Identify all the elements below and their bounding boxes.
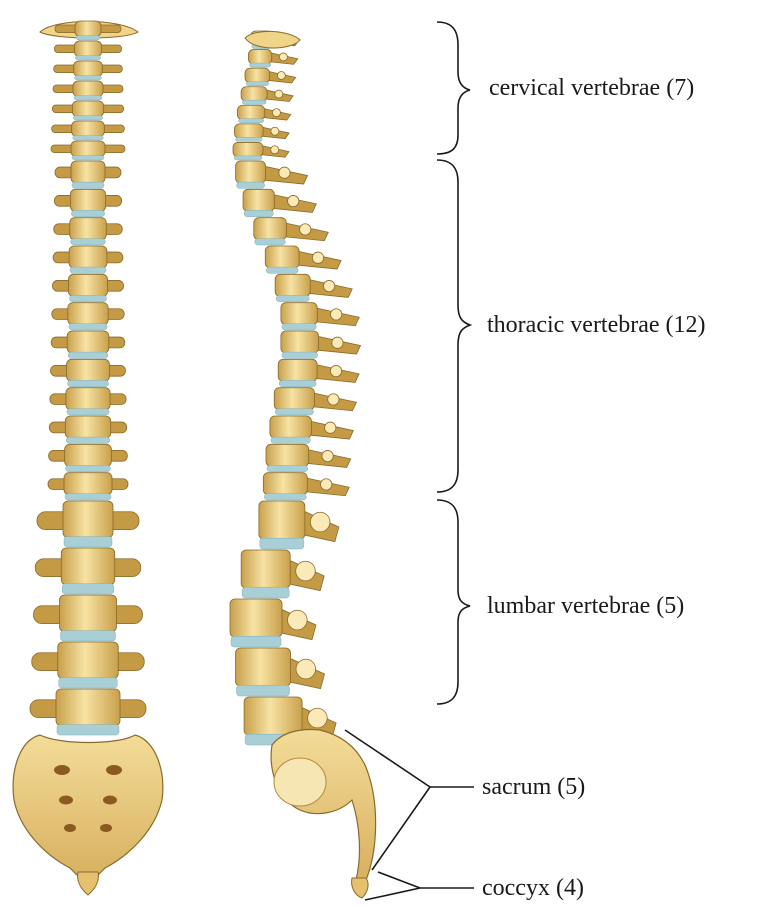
lumbar-label: lumbar vertebrae (5) — [487, 592, 684, 620]
anterior-thoracic-vertebra — [54, 218, 123, 245]
lumbar-brace — [437, 500, 470, 704]
lateral-lumbar-vertebra — [241, 550, 324, 598]
anterior-cervical-vertebra — [54, 61, 123, 80]
lateral-thoracic-vertebra — [274, 388, 356, 415]
lateral-thoracic-vertebra — [270, 416, 353, 443]
anterior-thoracic-vertebra — [52, 274, 123, 301]
lateral-lumbar-vertebra — [236, 648, 325, 696]
lateral-sacrum — [271, 730, 375, 880]
anterior-lumbar-vertebra — [35, 548, 141, 594]
lateral-lumbar-vertebra — [259, 501, 339, 549]
lateral-thoracic-vertebra — [265, 246, 341, 273]
coccyx-label: coccyx (4) — [482, 874, 584, 902]
lateral-view-spine — [230, 31, 376, 898]
lateral-cervical-vertebra — [233, 142, 289, 160]
lateral-cervical-vertebra — [248, 50, 297, 68]
lateral-lumbar-vertebra — [230, 599, 316, 647]
lateral-thoracic-vertebra — [281, 331, 361, 358]
lateral-thoracic-vertebra — [254, 218, 329, 245]
anterior-cervical-vertebra — [54, 41, 121, 60]
lateral-cervical-vertebra — [235, 124, 290, 142]
anterior-view-spine — [13, 21, 163, 895]
anterior-thoracic-vertebra — [51, 359, 126, 386]
anterior-thoracic-vertebra — [51, 331, 125, 358]
thoracic-label: thoracic vertebrae (12) — [487, 311, 706, 339]
lateral-thoracic-vertebra — [266, 444, 351, 471]
region-braces — [437, 22, 470, 704]
lateral-cervical-vertebra — [241, 87, 293, 105]
sacrum-pointer-lower — [372, 787, 430, 870]
lateral-cervical-vertebra — [237, 105, 290, 123]
lateral-cervical-vertebra — [245, 68, 296, 86]
anterior-sacrum — [13, 735, 163, 878]
sacrum-label: sacrum (5) — [482, 773, 585, 801]
anterior-lumbar-vertebra — [34, 595, 143, 641]
anterior-lumbar-vertebra — [30, 689, 146, 735]
anterior-cervical-vertebra — [52, 121, 125, 140]
lateral-thoracic-vertebra — [275, 274, 352, 301]
anterior-thoracic-vertebra — [52, 303, 124, 330]
lateral-thoracic-vertebra — [278, 359, 359, 386]
anterior-thoracic-vertebra — [49, 416, 126, 443]
coccyx-pointer-lower — [365, 888, 420, 900]
cervical-label: cervical vertebrae (7) — [489, 74, 694, 102]
anterior-lumbar-vertebra — [37, 501, 139, 547]
anterior-cervical-vertebra — [51, 141, 125, 160]
cervical-brace — [437, 22, 470, 154]
anterior-thoracic-vertebra — [50, 388, 126, 415]
lateral-thoracic-vertebra — [281, 303, 359, 330]
anterior-thoracic-vertebra — [49, 444, 128, 471]
anterior-thoracic-vertebra — [55, 161, 121, 188]
anterior-thoracic-vertebra — [53, 246, 123, 273]
lateral-thoracic-vertebra — [236, 161, 308, 188]
anterior-lumbar-vertebra — [32, 642, 145, 688]
anterior-thoracic-vertebra — [48, 473, 128, 500]
lateral-thoracic-vertebra — [263, 473, 349, 500]
lateral-thoracic-vertebra — [243, 189, 316, 216]
anterior-thoracic-vertebra — [54, 189, 121, 216]
anterior-cervical-vertebra — [52, 101, 123, 120]
coccyx-pointer-upper — [378, 872, 420, 888]
thoracic-brace — [437, 160, 470, 492]
lateral-coccyx — [352, 878, 368, 898]
anterior-cervical-vertebra — [53, 81, 123, 100]
anterior-coccyx — [78, 872, 99, 895]
